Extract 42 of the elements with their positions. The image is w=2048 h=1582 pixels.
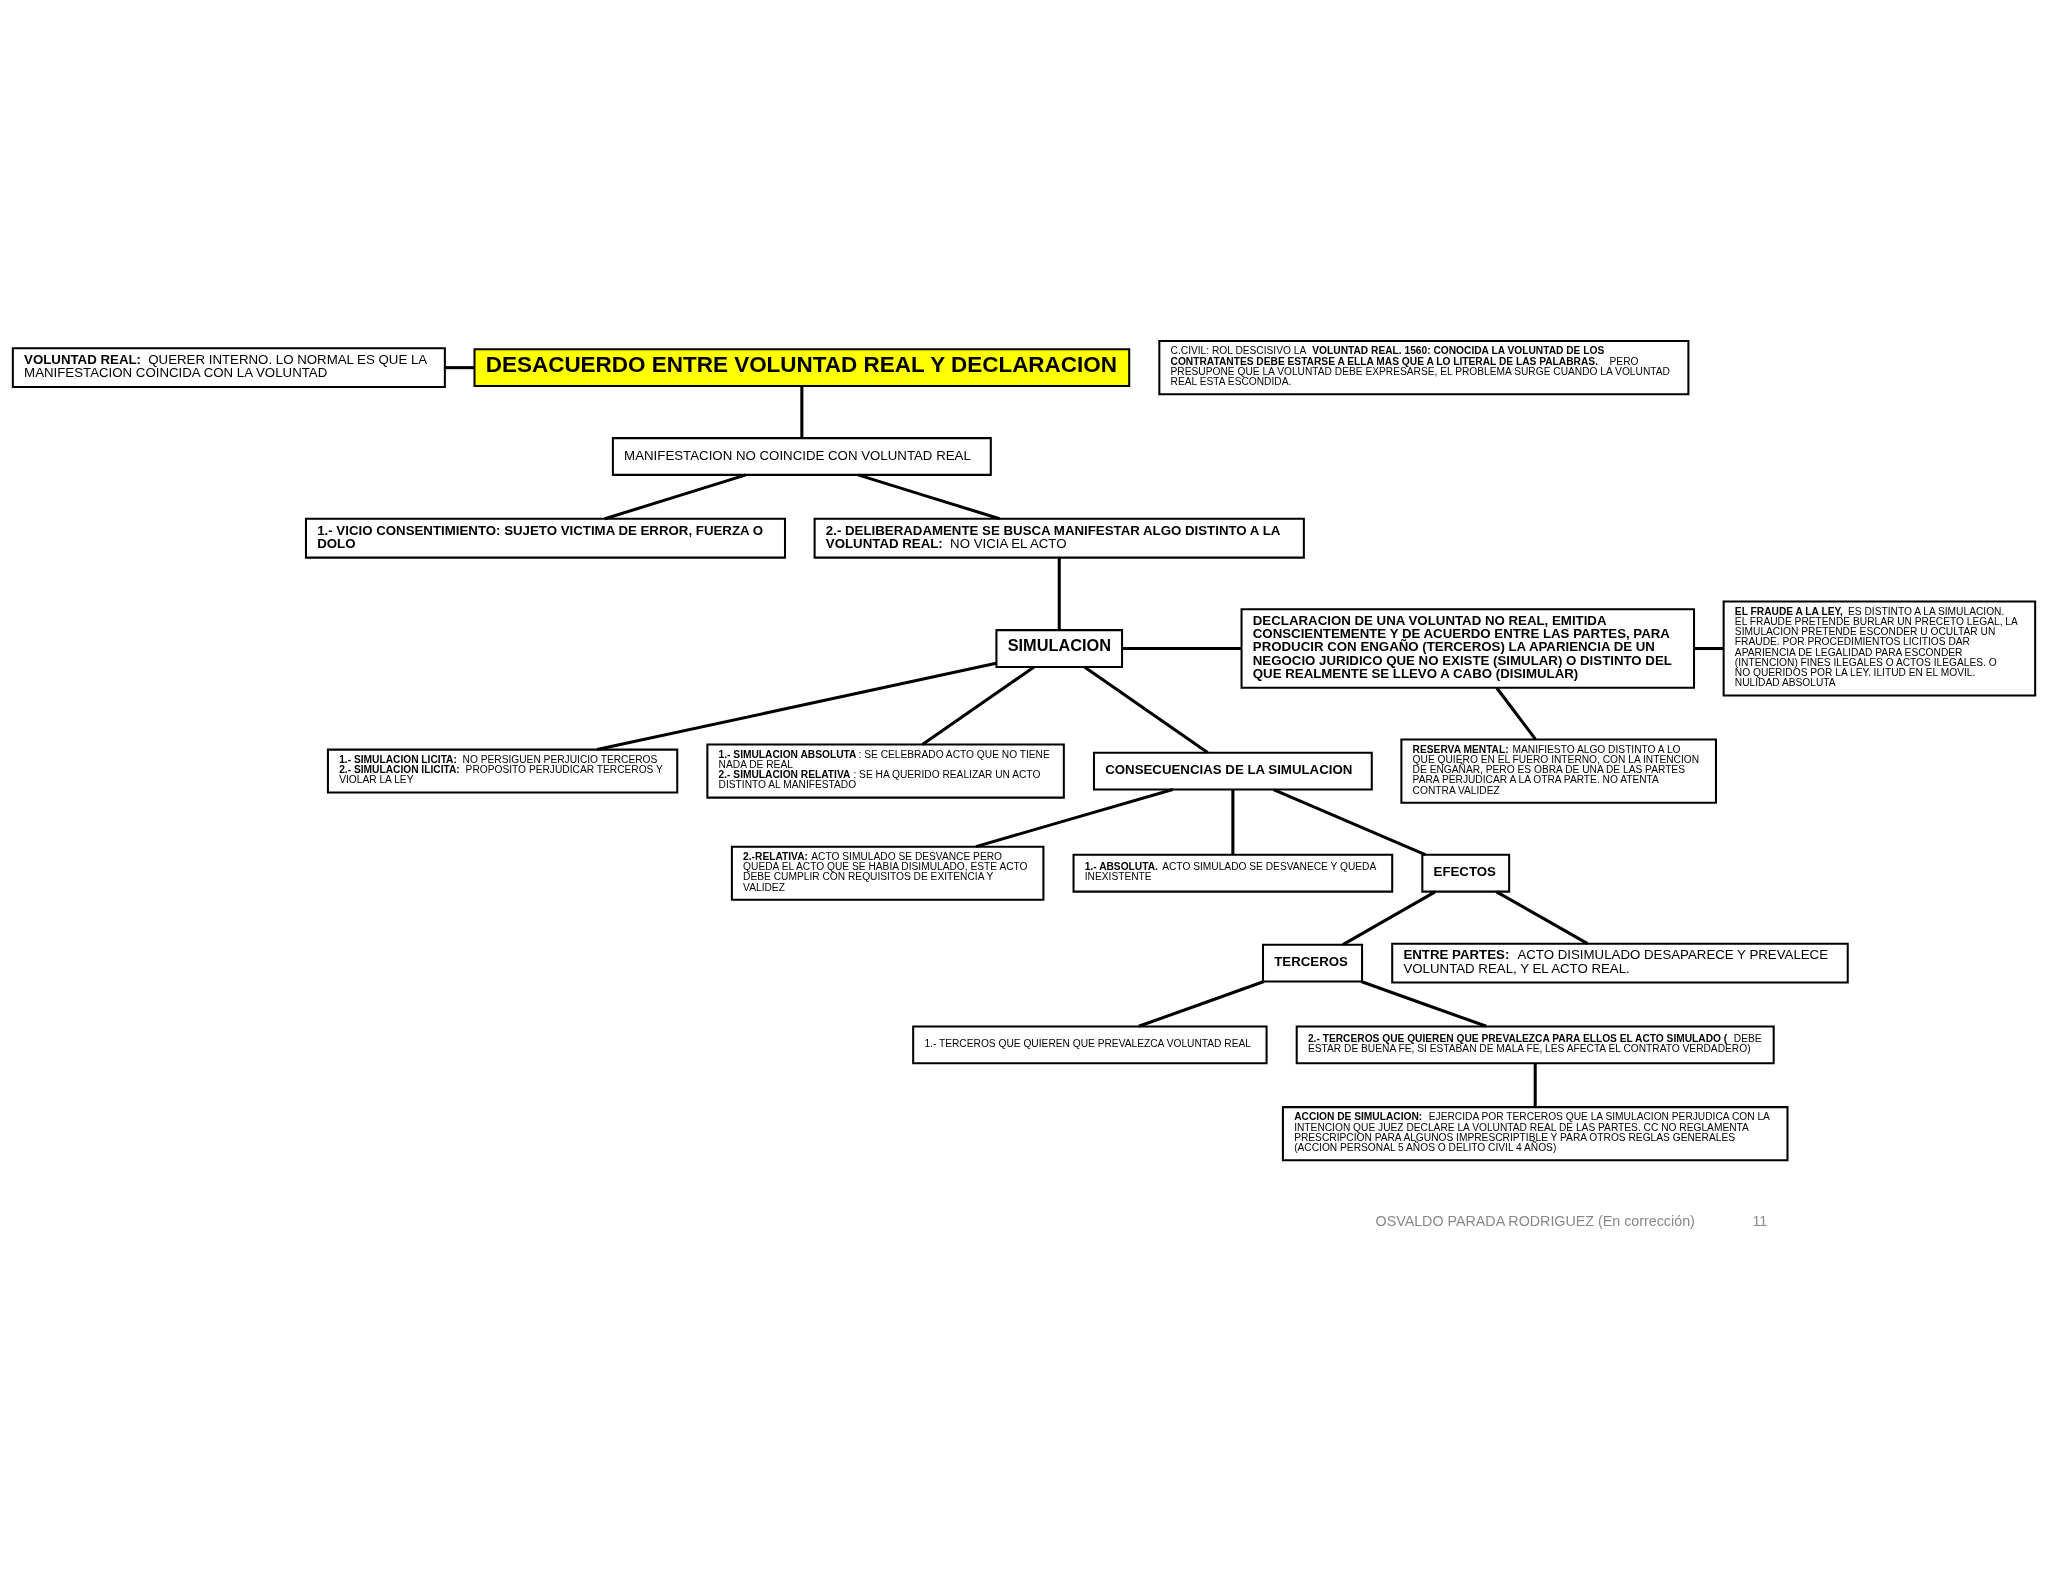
node-box: ACCION DE SIMULACION: EJERCIDA POR TERCEROS QUE LA SIMULACION PERJUDICA CON LA INTENCION QUE JUEZ DECLARE LA VOLUNTAD REAL DE LAS PARTES. CC NO REGLAMENTA PRESCRIPCION PARA ALGUNOS IMPRESCRIPTIBLE Y PARA OTROS REGLAS GENERALES (ACCION PERSONAL 5 AÑOS O DELITO CIVIL 4 AÑOS) <box>1281 1106 1789 1162</box>
node-box: CONSECUENCIAS DE LA SIMULACION <box>1092 751 1373 791</box>
connector <box>800 386 804 438</box>
node-box: DECLARACION DE UNA VOLUNTAD NO REAL, EMITIDA CONSCIENTEMENTE Y DE ACUERDO ENTRE LAS PARTES, PARA PRODUCIR CON ENGAÑO (TERCEROS) LA APARIENCIA DE UN NEGOCIO JURIDICO QUE NO EXISTE (SIMULAR) O DISTINTO DEL QUE REALMENTE SE LLEVO A CABO (DISIMULAR) <box>1240 608 1696 689</box>
node-box: 1.- ABSOLUTA. ACTO SIMULADO SE DESVANECE Y QUEDA INEXISTENTE <box>1072 853 1394 893</box>
label: OSVALDO PARADA RODRIGUEZ (En corrección) <box>1375 1213 1695 1230</box>
node-box: 2.-RELATIVA: ACTO SIMULADO SE DESVANCE PERO QUEDA EL ACTO QUE SE HABIA DISIMULADO, ESTE ACTO DEBE CUMPLIR CON REQUISITOS DE EXITENCIA Y VALIDEZ <box>730 845 1045 901</box>
node-box: TERCEROS <box>1262 943 1364 983</box>
connector <box>1360 980 1487 1028</box>
node-box: 1.- SIMULACION ABSOLUTA: SE CELEBRADO ACTO QUE NO TIENE NADA DE REAL 2.- SIMULACION RELATIVA: SE HA QUERIDO REALIZAR UN ACTO DISTINTO AL MANIFESTADO <box>706 743 1065 799</box>
connector <box>1083 665 1209 754</box>
node-box: 1.- VICIO CONSENTIMIENTO: SUJETO VICTIMA DE ERROR, FUERZA O DOLO <box>304 517 786 559</box>
connector <box>1272 788 1426 857</box>
label: 11 <box>1752 1213 1768 1230</box>
connector <box>1495 890 1589 945</box>
connector <box>1231 789 1235 855</box>
connector <box>445 366 475 370</box>
node-box: 2.- DELIBERADAMENTE SE BUSCA MANIFESTAR ALGO DISTINTO A LA VOLUNTAD REAL: NO VICIA EL ACTO <box>813 517 1305 559</box>
node-box: RESERVA MENTAL: MANIFIESTO ALGO DISTINTO A LO QUE QUIERO EN EL FUERO INTERNO, CON LA INTENCION DE ENGAÑAR, PERO ES OBRA DE UNA DE LAS PARTES PARA PERJUDICAR A LA OTRA PARTE. NO ATENTA CONTRA VALIDEZ <box>1400 738 1717 804</box>
connector <box>921 665 1035 746</box>
node-box: C.CIVIL: ROL DESCISIVO LA VOLUNTAD REAL. 1560: CONOCIDA LA VOLUNTAD DE LOS CONTRATANTES DEBE ESTARSE A ELLA MAS QUE A LO LITERAL DE LAS PALABRAS. PERO PRESUPONE QUE LA VOLUNTAD DEBE EXPRESARSE, EL PROBLEMA SURGE CUANDO LA VOLUNTAD REAL ESTA ESCONDIDA. <box>1158 340 1690 396</box>
node-box: SIMULACION <box>995 629 1124 668</box>
connector <box>1057 558 1061 630</box>
node-box: 1.- TERCEROS QUE QUIEREN QUE PREVALEZCA VOLUNTAD REAL <box>912 1025 1268 1065</box>
connector <box>1138 980 1265 1028</box>
node-box: EFECTOS <box>1421 853 1511 893</box>
connector <box>857 473 1001 521</box>
node-box: DESACUERDO ENTRE VOLUNTAD REAL Y DECLARACION <box>473 348 1131 388</box>
connector <box>1533 1063 1537 1107</box>
node-box: ENTRE PARTES: ACTO DISIMULADO DESAPARECE Y PREVALECE VOLUNTAD REAL, Y EL ACTO REAL. <box>1391 942 1849 984</box>
node-box: 2.- TERCEROS QUE QUIEREN QUE PREVALEZCA PARA ELLOS EL ACTO SIMULADO (DEBE ESTAR DE BUENA FE, SI ESTABAN DE MALA FE, LES AFECTA EL CONTRATO VERDADERO) <box>1295 1025 1775 1065</box>
node-box: EL FRAUDE A LA LEY, ES DISTINTO A LA SIMULACION. EL FRAUDE PRETENDE BURLAR UN PRECETO LEGAL, LA SIMULACION PRETENDE ESCONDER U OCULTAR UN FRAUDE. POR PROCEDIMIENTOS LICITIOS DAR APARIENCIA DE LEGALIDAD PARA ESCONDER (INTENCION) FINES ILEGALES O ACTOS ILEGALES. O NO QUERIDOS POR LA LEY. ILITUD EN EL MOVIL. NULIDAD ABSOLUTA <box>1722 600 2037 697</box>
node-box: MANIFESTACION NO COINCIDE CON VOLUNTAD REAL <box>611 437 992 476</box>
connector <box>1122 647 1242 651</box>
connector <box>596 661 997 752</box>
connector <box>975 788 1174 849</box>
connector <box>604 473 747 521</box>
node-box: 1.- SIMULACION LICITA: NO PERSIGUEN PERJUICIO TERCEROS 2.- SIMULACION ILICITA: PROPOSITO PERJUDICAR TERCEROS Y VIOLAR LA LEY <box>326 748 679 794</box>
connector <box>1342 890 1436 947</box>
connector <box>1495 687 1537 741</box>
node-box: VOLUNTAD REAL: QUERER INTERNO. LO NORMAL ES QUE LA MANIFESTACION COINCIDA CON LA VOLUNTAD <box>11 347 446 389</box>
connector <box>1694 647 1724 651</box>
